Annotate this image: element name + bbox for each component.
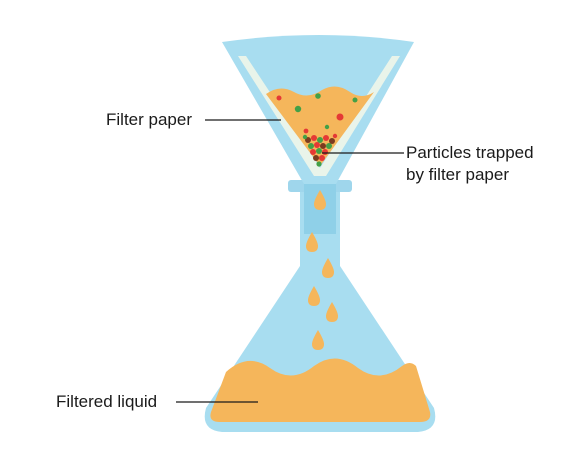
particle <box>276 95 282 101</box>
particle <box>336 113 344 121</box>
filter-paper-label: Filter paper <box>106 110 192 129</box>
funnel-liquid <box>266 86 374 166</box>
drop <box>308 286 320 306</box>
filtered-liquid-label: Filtered liquid <box>56 392 158 411</box>
drop <box>306 232 318 252</box>
falling-drops <box>306 232 338 350</box>
particle <box>352 97 358 103</box>
leader-lines <box>176 119 404 403</box>
particles-trapped-line2: by filter paper <box>406 165 509 184</box>
filtered-liquid-pool <box>210 358 431 422</box>
particles-trapped-label: Particles trapped by filter paper <box>406 142 534 186</box>
drop <box>322 258 334 278</box>
particle <box>315 93 321 99</box>
drop <box>326 302 338 322</box>
trapped-particles <box>302 133 338 167</box>
particle <box>324 124 330 130</box>
funnel <box>222 35 414 184</box>
particle <box>294 105 302 113</box>
particle <box>303 128 309 134</box>
particles-trapped-line1: Particles trapped <box>406 143 534 162</box>
drop <box>312 330 324 350</box>
funnel-stem <box>304 180 336 234</box>
particles <box>276 93 358 167</box>
stem-drop <box>314 190 326 210</box>
